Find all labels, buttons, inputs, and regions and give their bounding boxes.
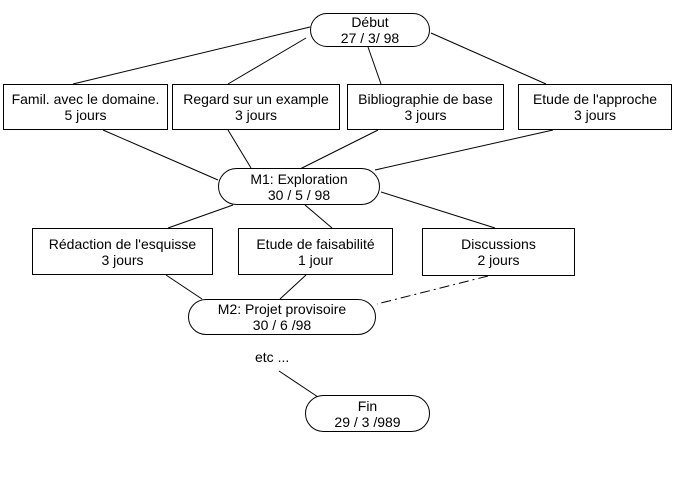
task-label: Famil. avec le domaine. [11,91,160,107]
milestone-m2-projet-provisoire: M2: Projet provisoire 30 / 6 /98 [188,299,376,335]
task-label: Etude de l'approche [532,91,658,107]
edge-m1-redaction [167,204,234,229]
task-duration: 3 jours [404,107,447,123]
task-redaction-de-l-esquisse: Rédaction de l'esquisse 3 jours [32,228,213,275]
task-duration: 5 jours [64,107,107,123]
milestone-m1-exploration: M1: Exploration 30 / 5 / 98 [218,168,380,205]
task-regard-sur-un-example: Regard sur un example 3 jours [172,84,340,130]
milestone-date: 29 / 3 /989 [334,413,401,430]
edge-regard-m1 [227,129,252,169]
edge-biblio-m1 [297,129,379,171]
task-duration: 3 jours [234,107,278,123]
milestone-label: M1: Exploration [250,170,348,187]
milestone-fin: Fin 29 / 3 /989 [305,395,430,432]
task-duration: 1 jour [297,251,334,268]
task-duration: 3 jours [101,251,144,268]
milestone-date: 30 / 6 /98 [252,317,312,333]
edge-m1-discussions [380,191,496,229]
milestone-date: 27 / 3/ 98 [340,30,400,46]
edge-famil-m1 [102,129,219,181]
milestone-label: Fin [357,397,378,414]
task-duration: 3 jours [573,107,617,123]
task-bibliographie-de-base: Bibliographie de base 3 jours [347,84,504,130]
task-label: Bibliographie de base [358,91,493,107]
task-etude-de-faisabilite: Etude de faisabilité 1 jour [238,228,393,275]
task-etude-de-l-approche: Etude de l'approche 3 jours [518,84,672,130]
edge-faisabilite-m2 [279,274,307,300]
milestone-label: Début [351,14,389,30]
edge-m1-faisabilite [304,204,333,229]
edge-debut-famil [72,26,311,85]
task-label: Etude de faisabilité [256,235,375,252]
milestone-label: M2: Projet provisoire [217,301,347,317]
task-label: Discussions [461,236,536,252]
task-discussions: Discussions 2 jours [422,228,575,276]
edge-approche-m1 [374,129,554,171]
milestone-debut: Début 27 / 3/ 98 [310,13,430,47]
edge-etc-fin [278,370,319,398]
edge-debut-biblio [367,46,382,85]
milestone-date: 30 / 5 / 98 [267,186,331,203]
edge-discussions-m2 [376,275,489,305]
etc-label: etc ... [255,349,290,365]
edge-redaction-m2 [165,274,203,300]
task-label: Rédaction de l'esquisse [48,235,197,252]
edge-debut-regard [227,37,307,85]
edge-debut-approche [430,32,547,85]
task-duration: 2 jours [477,252,520,268]
task-famil-avec-le-domaine: Famil. avec le domaine. 5 jours [3,84,168,130]
task-label: Regard sur un example [183,91,329,107]
